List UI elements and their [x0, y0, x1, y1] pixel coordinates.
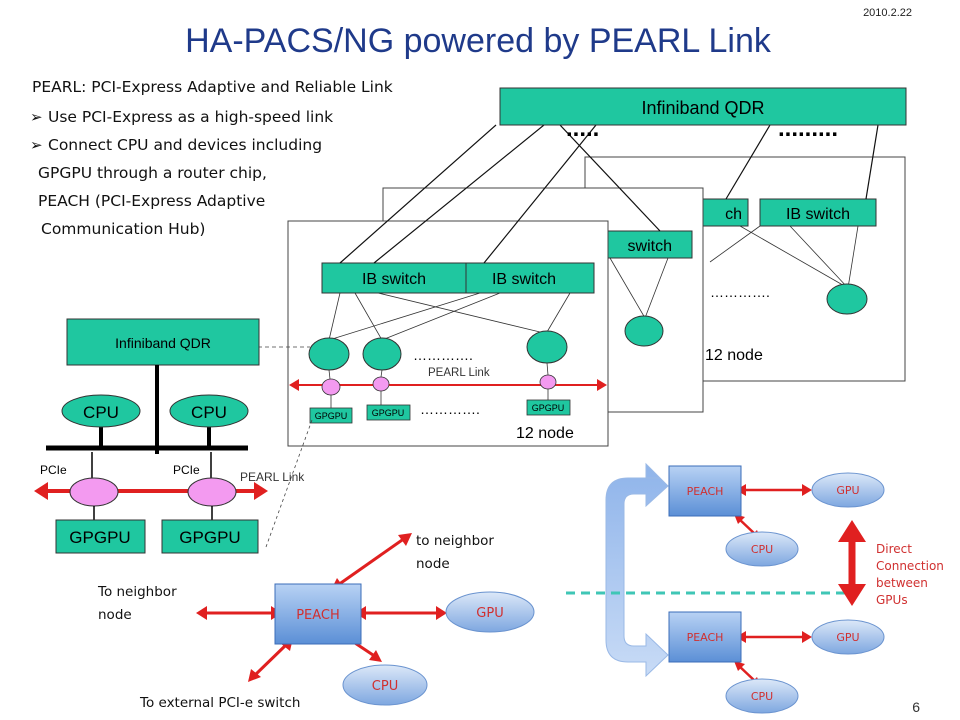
peach-label: PEACH: [687, 485, 724, 498]
cpu-icon: [725, 678, 799, 714]
gpgpu-label: GPGPU: [532, 403, 565, 413]
cpu-icon: [342, 664, 428, 706]
gpgpu-box: [161, 519, 259, 554]
cpu-label: CPU: [751, 543, 773, 556]
direct-connection-label: between: [876, 576, 928, 590]
node-count-label: 12 node: [705, 347, 763, 364]
gpu-icon: [445, 591, 535, 633]
intro-text: PEARL: PCI-Express Adaptive and Reliable…: [30, 78, 393, 238]
peach-chip-icon: [539, 374, 557, 390]
cpu-icon: [725, 531, 799, 567]
bullet-icon: ➢: [30, 136, 43, 154]
nodes-ellipsis: ………….: [413, 347, 473, 363]
gpu-label: GPU: [476, 606, 503, 621]
intro-continuation: PEACH (PCI-Express Adaptive: [38, 192, 265, 210]
switch-ellipsis: .........: [778, 115, 838, 142]
infiniband-qdr-box: [499, 87, 907, 126]
pearl-link-label: PEARL Link: [428, 367, 490, 379]
peach-chip-icon: [372, 376, 390, 392]
gpgpu-box: [309, 407, 353, 424]
node-icon: [624, 315, 664, 347]
intro-continuation: GPGPU through a router chip,: [38, 164, 267, 182]
peach-chip-icon: [321, 378, 341, 396]
direct-connection-label: GPUs: [876, 593, 908, 607]
gpgpu-box: [366, 404, 411, 421]
ib-switch-label: IB switch: [492, 271, 556, 288]
pcie-label: PCIe: [173, 463, 200, 477]
pcie-label: PCIe: [40, 463, 67, 477]
gpgpu-label: GPGPU: [372, 408, 405, 418]
direct-connection-label: Direct: [876, 542, 912, 556]
cluster-diagram: ch IB switch …………. 12 node switch IB swi…: [258, 87, 907, 548]
node-detail-diagram: Infiniband QDR CPU CPU PCIe PCIe PEARL L…: [34, 318, 305, 554]
to-neighbor-label: to neighbor: [416, 533, 494, 549]
ib-switch-box: [321, 262, 467, 294]
gpgpu-label: GPGPU: [315, 411, 348, 421]
peach-detail-diagram: PEACH GPU CPU to neighbor node To neighb…: [97, 533, 535, 711]
ib-switch-box: [465, 262, 595, 294]
cpu-icon: [169, 394, 249, 428]
peach-box: [274, 583, 362, 645]
to-neighbor-label: To neighbor: [97, 584, 177, 600]
peach-label: PEACH: [296, 608, 340, 623]
peach-box: [668, 465, 742, 517]
gpu-label: GPU: [836, 631, 859, 644]
cpu-label: CPU: [83, 403, 119, 422]
pearl-link-label: PEARL Link: [240, 470, 305, 484]
infiniband-qdr-label: Infiniband QDR: [115, 335, 211, 351]
page-title: HA-PACS/NG powered by PEARL Link: [185, 22, 772, 60]
gpgpu-box: [55, 519, 146, 554]
to-neighbor-label: node: [98, 607, 132, 623]
infiniband-qdr-label: Infiniband QDR: [641, 98, 764, 118]
peach-chip-icon: [187, 477, 237, 507]
gpgpu-label: GPGPU: [179, 528, 240, 547]
cpu-label: CPU: [191, 403, 227, 422]
intro-continuation: Communication Hub): [41, 220, 205, 238]
node-icon: [526, 330, 568, 364]
nodes-ellipsis: ………….: [420, 401, 480, 417]
gpu-icon: [811, 472, 885, 508]
peach-box: [668, 611, 742, 663]
intro-bullet: Use PCI-Express as a high-speed link: [48, 108, 333, 126]
peach-chip-icon: [69, 477, 119, 507]
gpgpu-box: [526, 399, 571, 416]
page-number: 6: [912, 699, 920, 715]
routing-arrow: [605, 462, 669, 678]
peach-label: PEACH: [687, 631, 724, 644]
date-label: 2010.2.22: [863, 7, 912, 19]
gpgpu-label: GPGPU: [69, 528, 130, 547]
ib-switch-label: IB switch: [786, 206, 850, 223]
to-external-label: To external PCI-e switch: [139, 695, 300, 711]
intro-bullet: Connect CPU and devices including: [48, 136, 322, 154]
nodes-ellipsis: ………….: [710, 284, 770, 300]
gpu-icon: [811, 619, 885, 655]
node-count-label: 12 node: [516, 425, 574, 442]
switch-ellipsis: .....: [566, 115, 599, 142]
node-icon: [362, 337, 402, 371]
intro-heading: PEARL: PCI-Express Adaptive and Reliable…: [32, 78, 393, 96]
cpu-label: CPU: [372, 679, 398, 694]
bullet-icon: ➢: [30, 108, 43, 126]
direct-connection-diagram: PEACH GPU CPU PEACH GPU CPU Direct Conne…: [566, 462, 944, 714]
ib-switch-label: IB switch: [362, 271, 426, 288]
node-icon: [826, 283, 868, 315]
to-neighbor-label: node: [416, 556, 450, 572]
direct-connection-label: Connection: [876, 559, 944, 573]
gpu-label: GPU: [836, 484, 859, 497]
ib-switch-label: switch: [628, 238, 672, 255]
cpu-label: CPU: [751, 690, 773, 703]
ib-switch-label: ch: [725, 206, 742, 223]
cpu-icon: [61, 394, 141, 428]
infiniband-qdr-box: [66, 318, 260, 366]
ib-switch-box: [759, 198, 877, 227]
node-icon: [308, 337, 350, 371]
